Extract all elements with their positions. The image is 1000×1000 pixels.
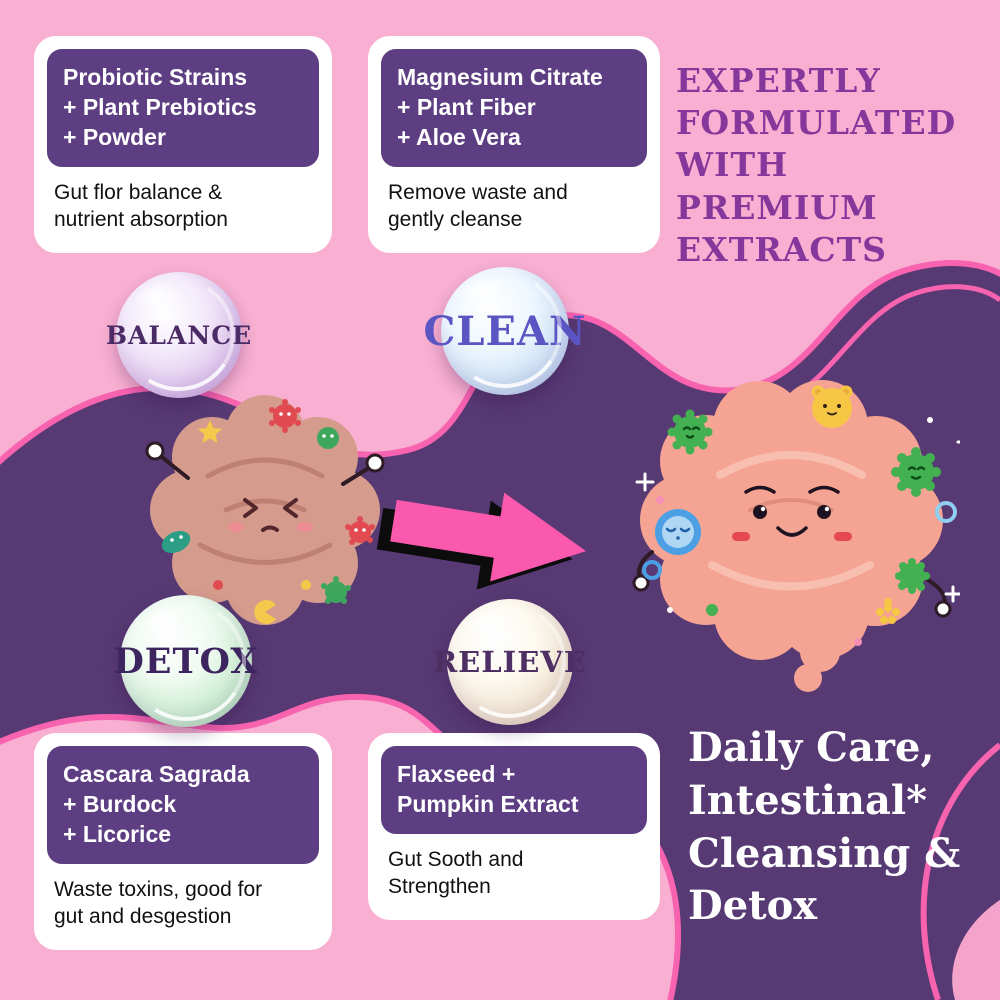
tagline-line: Daily Care, [688,724,935,771]
header-line: + Powder [63,123,166,150]
sparkles [635,440,960,603]
sick-gut-illustration [145,395,385,625]
headline-line: EXPERTLY [676,61,881,100]
headline-line: FORMULATED [676,103,957,143]
card-body-flaxseed: Gut Sooth and Strengthen [388,847,524,899]
ingredient-card-flaxseed: Flaxseed + Pumpkin Extract Gut Sooth and… [368,733,660,921]
bubble-clean: CLEAN [423,267,586,395]
sick-face [243,498,298,532]
bubble-balance: BALANCE [106,272,251,398]
header-line: Flaxseed + [397,761,516,787]
gut-transformation-art [145,380,960,692]
header-line: Cascara Sagrada [63,761,250,787]
pink-echo-line-corner [920,742,1000,1000]
headline-line: WITH PREMIUM [676,145,878,227]
blue-microbe [655,509,701,555]
ingredient-card-probiotic: Probiotic Strains + Plant Prebiotics + P… [34,36,332,254]
card-header-magnesium: Magnesium Citrate + Plant Fiber + Aloe V… [381,49,647,167]
bubble-clean-label: CLEAN [423,307,587,355]
tagline: Daily Care, Intestinal* Cleansing & Deto… [688,722,988,933]
tagline-line: Cleansing & [688,829,961,877]
pink-corner-wedge [952,900,1000,1000]
headline-line: EXTRACTS [676,229,887,269]
tagline-line: Intestinal* [688,776,928,824]
bubble-relieve: RELIEVE [433,599,586,725]
card-body-probiotic: Gut flor balance & nutrient absorption [54,180,228,231]
header-line: Pumpkin Extract [397,790,579,817]
header-line: Magnesium Citrate [397,64,603,90]
happy-face [732,485,852,541]
card-body-cascara: Waste toxins, good for gut and desgestio… [54,877,263,928]
healthy-gut-illustration [632,380,960,692]
bubble-relieve-label: RELIEVE [433,645,587,679]
bear-microbe [811,385,853,428]
card-header-flaxseed: Flaxseed + Pumpkin Extract [381,746,647,834]
card-header-probiotic: Probiotic Strains + Plant Prebiotics + P… [47,49,319,167]
card-header-cascara: Cascara Sagrada + Burdock + Licorice [47,746,319,864]
yellow-flower [876,598,900,624]
tagline-line: Detox [688,882,818,930]
header-line: + Plant Prebiotics [63,93,257,120]
green-fuzzy-microbe [667,409,713,455]
header-line: + Burdock [63,790,177,817]
transformation-arrow [376,492,587,590]
bad-germs [161,399,375,624]
ingredient-card-magnesium: Magnesium Citrate + Plant Fiber + Aloe V… [368,36,660,254]
card-body-magnesium: Remove waste and gently cleanse [388,180,568,231]
headline: EXPERTLY FORMULATED WITH PREMIUM EXTRACT… [676,60,996,271]
header-line: Probiotic Strains [63,64,248,90]
header-line: + Plant Fiber [397,93,536,120]
bubble-detox-label: DETOX [113,640,259,682]
bubble-balance-label: BALANCE [105,320,253,350]
header-line: + Licorice [63,820,172,847]
ingredient-card-cascara: Cascara Sagrada + Burdock + Licorice Was… [34,733,332,951]
bubble-detox: DETOX [113,595,258,727]
sick-gut-arms [156,452,374,486]
header-line: + Aloe Vera [397,123,521,150]
good-microbes [635,385,960,646]
